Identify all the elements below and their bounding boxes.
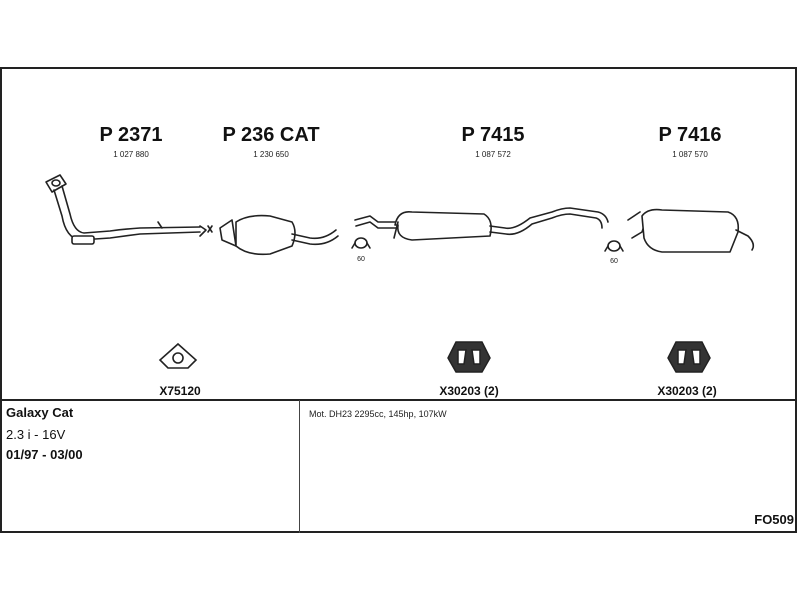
info-column-divider [299, 400, 300, 533]
part-number-catalyst: 1 230 650 [253, 150, 289, 159]
part-code-catalyst: P 236 CAT [222, 124, 320, 146]
part-code-front-pipe: P 2371 [99, 124, 163, 146]
part-number-front-pipe: 1 027 880 [113, 150, 149, 159]
part-number-middle-silencer: 1 087 572 [475, 150, 511, 159]
catalyst-drawing [219, 214, 339, 256]
vehicle-model: Galaxy Cat [6, 405, 74, 420]
part-number-rear-silencer: 1 087 570 [672, 150, 708, 159]
accessory-label-gasket: X75120 [159, 384, 201, 398]
middle-silencer-drawing [351, 207, 609, 249]
vehicle-engine: 2.3 i - 16V [6, 427, 66, 442]
rear-silencer-drawing [604, 208, 755, 253]
info-divider [0, 399, 797, 401]
vehicle-years: 01/97 - 03/00 [6, 447, 83, 462]
front-pipe-drawing [45, 174, 213, 245]
clamp-label: 60 [357, 256, 365, 263]
accessory-label-mount: X30203 (2) [439, 384, 499, 398]
accessory-label-mount: X30203 (2) [657, 384, 717, 398]
diagram-frame [0, 67, 797, 533]
rubber-mount-icon [667, 341, 711, 373]
gasket-icon [158, 342, 198, 369]
diagram-code: FO509 [754, 512, 794, 527]
part-code-middle-silencer: P 7415 [461, 124, 525, 146]
motor-info: Mot. DH23 2295cc, 145hp, 107kW [309, 409, 447, 419]
clamp-label: 60 [610, 258, 618, 265]
part-code-rear-silencer: P 7416 [658, 124, 722, 146]
rubber-mount-icon [447, 341, 491, 373]
